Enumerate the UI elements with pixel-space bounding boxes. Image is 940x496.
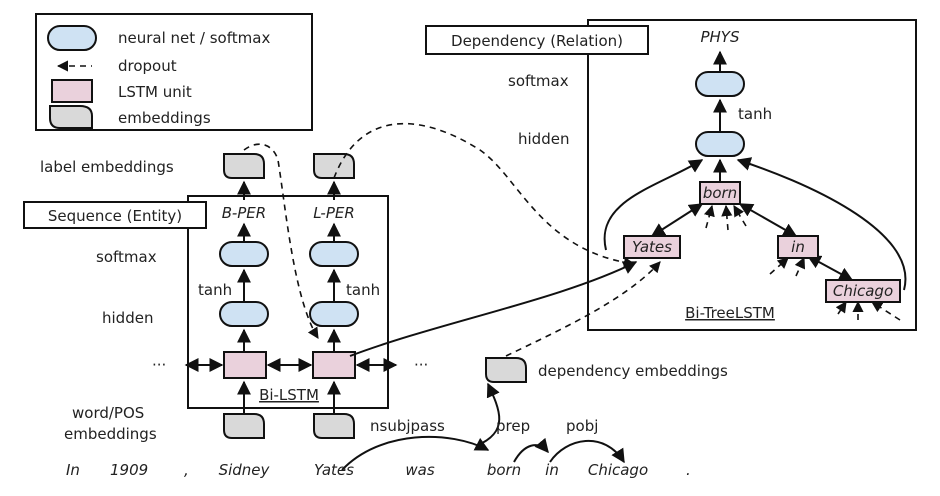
dependency-embedding <box>485 357 527 383</box>
tree-node-in <box>777 235 819 259</box>
arc-label-nsubjpass: nsubjpass <box>370 417 445 435</box>
dep-embedding-to-yates-dropout <box>505 261 661 357</box>
dependency-box: Dependency (Relation) PHYS softmax hidde… <box>425 19 917 331</box>
arc-pobj <box>549 439 625 464</box>
chicago-to-hidden-edge <box>736 157 907 291</box>
born-dropout-1 <box>703 204 715 229</box>
tree-node-chicago <box>825 279 901 303</box>
label-embedding-1 <box>223 153 265 179</box>
sequence-box: Sequence (Entity) label embeddings softm… <box>23 153 428 443</box>
label-embedding-2 <box>313 153 355 179</box>
word-sidney: Sidney <box>219 461 271 479</box>
legend-neural-net-icon <box>47 25 97 51</box>
word-pos-label: word/POS <box>72 404 144 422</box>
dependency-hidden-label: hidden <box>518 130 569 148</box>
softmax-node-2 <box>309 241 359 267</box>
born-dropout-2 <box>721 204 733 231</box>
word-comma: , <box>184 461 189 479</box>
yates-born-edge <box>650 203 704 237</box>
word-embedding-yates <box>313 413 355 439</box>
dependency-tanh-label: tanh <box>738 105 772 123</box>
sequence-tanh-2: tanh <box>346 281 380 299</box>
chicago-dropout-1 <box>835 301 847 315</box>
bi-lstm-label: Bi-LSTM <box>259 386 319 404</box>
legend: neural net / softmax dropout LSTM unit e… <box>35 13 313 131</box>
arc-prep <box>513 437 549 463</box>
chicago-dropout-3 <box>871 301 901 321</box>
label-embedding-to-lstm-dropout <box>243 143 319 339</box>
born-in-edge <box>738 203 798 237</box>
tree-node-yates <box>623 235 681 259</box>
dependency-title-box <box>425 25 649 55</box>
dependency-embeddings-label: dependency embeddings <box>538 362 728 380</box>
entity-output-2: L-PER <box>313 204 355 222</box>
sequence-softmax-label: softmax <box>96 248 157 266</box>
lstm-unit-1 <box>223 351 267 379</box>
word-born: born <box>487 461 521 479</box>
softmax-node-1 <box>219 241 269 267</box>
tree-node-born <box>699 181 741 205</box>
dependency-title: Dependency (Relation) <box>451 32 623 50</box>
embeddings-label: embeddings <box>64 425 157 443</box>
sequence-frame <box>187 195 389 409</box>
relation-softmax-node <box>695 71 745 97</box>
in-chicago-edge <box>806 255 854 281</box>
legend-label-neural-net: neural net / softmax <box>118 29 270 47</box>
legend-lstm-icon <box>51 79 93 103</box>
left-ellipsis: ··· <box>152 356 166 374</box>
lstm-unit-2 <box>312 351 356 379</box>
word-chicago: Chicago <box>588 461 648 479</box>
dependency-arcs: nsubjpass prep pobj <box>341 417 625 471</box>
sequence-title-box <box>23 201 207 229</box>
arc-label-pobj: pobj <box>566 417 598 435</box>
hidden-node-1 <box>219 301 269 327</box>
arc-to-dep-embedding-arrow <box>475 382 501 447</box>
word-period: . <box>686 461 691 479</box>
entity-output-1: B-PER <box>222 204 266 222</box>
relation-output-label: PHYS <box>700 28 739 46</box>
word-embedding-sidney <box>223 413 265 439</box>
relation-hidden-node <box>695 131 745 157</box>
bi-treelstm-label: Bi-TreeLSTM <box>685 304 775 322</box>
sequence-title: Sequence (Entity) <box>48 207 182 225</box>
cross-connections <box>243 122 661 447</box>
yates-to-hidden-edge <box>603 159 704 251</box>
label-embeddings-label: label embeddings <box>40 158 174 176</box>
dependency-frame <box>587 19 917 331</box>
word-1909: 1909 <box>110 461 148 479</box>
dependency-softmax-label: softmax <box>508 72 569 90</box>
label-embedding-to-tree-dropout <box>333 122 636 269</box>
tree-node-yates-label: Yates <box>632 238 672 256</box>
tree-node-chicago-label: Chicago <box>833 282 893 300</box>
legend-label-lstm: LSTM unit <box>118 83 192 101</box>
word-in-2: in <box>545 461 559 479</box>
tree-node-born-label: born <box>703 184 737 202</box>
in-dropout-1 <box>769 257 789 275</box>
born-dropout-3 <box>733 205 747 227</box>
word-yates: Yates <box>314 461 354 479</box>
in-dropout-2 <box>794 256 806 277</box>
arc-nsubjpass <box>341 435 490 471</box>
word-in: In <box>66 461 80 479</box>
hidden-node-2 <box>309 301 359 327</box>
sequence-tanh-1: tanh <box>198 281 232 299</box>
lstm-to-yates-connection <box>349 261 638 357</box>
word-was: was <box>405 461 434 479</box>
legend-embeddings-icon <box>49 105 93 129</box>
legend-label-dropout: dropout <box>118 57 177 75</box>
right-ellipsis: ··· <box>414 356 428 374</box>
sentence: In 1909 , Sidney Yates was born in Chica… <box>66 461 691 479</box>
tree-node-in-label: in <box>791 238 805 256</box>
arc-label-prep: prep <box>496 417 530 435</box>
sequence-hidden-label: hidden <box>102 309 153 327</box>
legend-label-embeddings: embeddings <box>118 109 211 127</box>
